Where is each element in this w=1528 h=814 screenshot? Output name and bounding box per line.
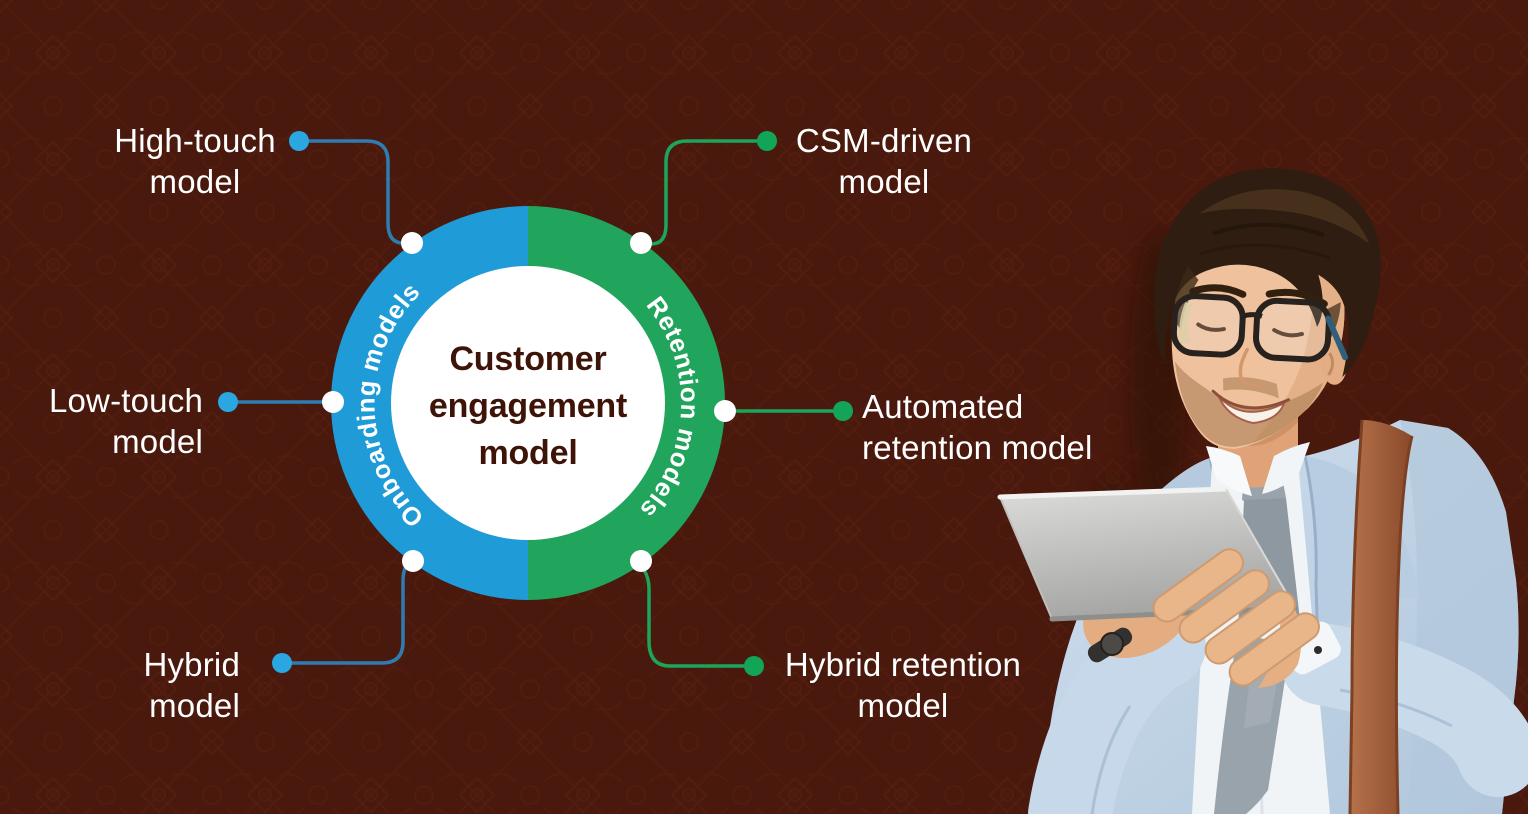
connector-csm-driven <box>649 139 759 246</box>
engagement-ring-diagram: Onboarding models Retention models Custo… <box>218 131 853 676</box>
connector-high-touch <box>307 139 405 245</box>
dot-low-touch <box>218 392 238 412</box>
callout-line: model <box>149 163 241 200</box>
center-title: Customer engagement model <box>429 340 627 472</box>
callout-automated-retention-model: Automated retention model <box>862 386 1142 468</box>
dot-hybrid-retention <box>744 656 764 676</box>
dot-high-touch <box>289 131 309 151</box>
ring-node-hybrid-retention <box>630 550 652 572</box>
callout-line: model <box>149 687 240 724</box>
ring-node-automated-retention <box>714 400 736 422</box>
head <box>1154 168 1381 449</box>
smile-mouth <box>1217 395 1286 425</box>
left-hand-fingers <box>1152 548 1320 688</box>
dot-csm-driven <box>757 131 777 151</box>
ring-node-high-touch <box>401 232 423 254</box>
callout-line: Hybrid <box>143 646 240 683</box>
ring-node-low-touch <box>322 391 344 413</box>
callout-high-touch-model: High-touch model <box>75 120 315 202</box>
callout-line: Automated <box>862 388 1024 425</box>
center-circle <box>391 266 665 540</box>
center-title-line-2: engagement <box>429 387 627 425</box>
callout-csm-driven-model: CSM-driven model <box>764 120 1004 202</box>
callout-line: retention model <box>862 429 1093 466</box>
callout-hybrid-retention-model: Hybrid retention model <box>753 644 1053 726</box>
eyebrows <box>1189 284 1328 308</box>
ring-node-csm-driven <box>630 232 652 254</box>
stubble-beard <box>1174 361 1324 447</box>
callout-line: model <box>112 423 203 460</box>
bag-strap <box>1348 419 1414 814</box>
eyes <box>1196 322 1304 338</box>
callout-hybrid-model: Hybrid model <box>40 644 240 726</box>
callout-line: model <box>838 163 930 200</box>
callout-line: Hybrid retention <box>784 646 1022 683</box>
dot-automated-retention <box>833 401 853 421</box>
dot-hybrid <box>272 653 292 673</box>
nose <box>1238 347 1261 388</box>
callout-line: High-touch <box>114 122 276 159</box>
center-title-line-3: model <box>478 434 577 472</box>
callout-line: CSM-driven <box>795 122 973 159</box>
ring-node-hybrid <box>402 550 424 572</box>
man-holding-tablet-photo <box>997 168 1528 814</box>
hair <box>1154 168 1381 378</box>
callout-line: Low-touch <box>48 382 203 419</box>
center-title-line-1: Customer <box>449 340 606 378</box>
callout-low-touch-model: Low-touch model <box>3 380 203 462</box>
connector-hybrid-retention <box>642 568 746 668</box>
glasses <box>1170 293 1332 363</box>
callout-line: model <box>857 687 949 724</box>
